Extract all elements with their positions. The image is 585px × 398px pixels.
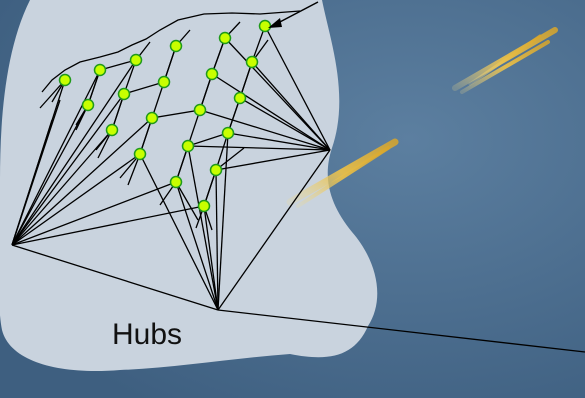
network-node (83, 100, 94, 111)
network-node (171, 41, 182, 52)
network-node (95, 65, 106, 76)
network-node (223, 128, 234, 139)
network-node (60, 75, 71, 86)
network-node (199, 201, 210, 212)
network-node (195, 105, 206, 116)
network-node (135, 149, 146, 160)
network-node (247, 57, 258, 68)
network-node (211, 165, 222, 176)
hubs-label: Hubs (112, 318, 182, 352)
network-node (220, 33, 231, 44)
network-node (119, 89, 130, 100)
network-node (207, 69, 218, 80)
network-node (171, 177, 182, 188)
network-node (107, 125, 118, 136)
network-node (260, 21, 271, 32)
network-node (235, 93, 246, 104)
network-node (131, 55, 142, 66)
network-node (183, 141, 194, 152)
network-node (147, 113, 158, 124)
network-node (159, 77, 170, 88)
